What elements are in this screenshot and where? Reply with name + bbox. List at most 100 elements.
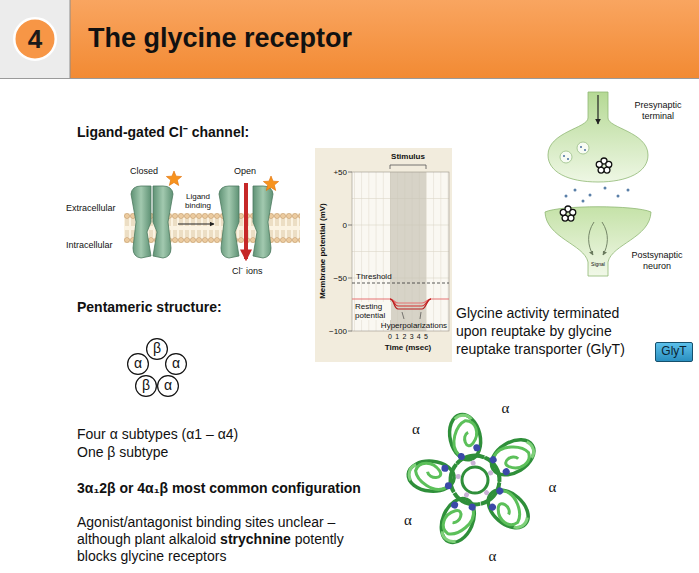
channel-illustration [253,186,273,258]
subunit-label: α [412,420,420,438]
axis-tick: −100 [329,327,347,337]
header-band [70,0,71,78]
protein-structure [435,487,483,547]
protein-structure [480,433,540,486]
glyt-button: GlyT [655,342,693,362]
protein-structure [407,411,540,547]
subunit-circle-outline [128,354,149,375]
membrane-potential-graph [348,278,352,279]
subunit-circle: α [127,353,149,375]
membrane-potential-graph [352,283,449,284]
region-label: Intracellular [66,240,113,251]
header-band [0,0,699,79]
node-text-group: β [142,378,150,393]
protein-structure [445,411,486,469]
resting-label: Resting potential [355,302,391,320]
subunit-circle-outline [147,339,168,360]
synapse-illustration [627,189,630,192]
membrane-potential-graph [352,172,449,331]
subunit-circle-outline [166,354,187,375]
synapse-illustration [567,158,569,160]
synapse-illustration [574,189,577,192]
membrane-potential-graph [420,312,421,319]
stimulus-label: Stimulus [391,152,425,162]
state-label: Closed [130,166,158,177]
subunit-circle: β [135,375,157,397]
threshold-label: Threshold [356,272,392,282]
membrane-potential-graph [315,148,452,362]
header-band [0,0,70,78]
axis-tick: 0 [343,221,347,231]
synapse-illustration [589,222,594,255]
node-text-group: 4 [28,25,42,54]
note-text: Glycine activity terminated upon reuptak… [456,304,652,358]
subunit-circle: α [165,353,187,375]
arrow-label: Ligand binding [178,192,218,210]
synapse-illustration [584,149,586,151]
synapse-illustration [565,195,568,198]
region-label: Extracellular [66,203,116,214]
part-label: Presynaptic terminal [628,100,688,122]
subunit-circle-outline [158,376,179,397]
membrane-potential-graph [390,165,426,169]
synapse-illustration [560,206,576,221]
subunit-label: α [404,511,412,529]
channel-illustration [166,171,181,185]
synapse-illustration [596,158,612,173]
section-heading: Ligand-gated Cl⁻ channel: [77,124,249,141]
body-text: 3α₁2β or 4α₁β most common configuration [77,480,361,497]
axis-tick: +50 [333,168,347,178]
synapse-illustration [563,155,565,157]
protein-structure [407,411,540,547]
membrane-potential-graph [390,299,431,309]
synapse-illustration [597,95,598,124]
synapse-illustration [560,151,572,163]
axis-tick: −50 [333,274,347,284]
node-label: 4 [28,25,42,54]
node-text-group: α [172,356,180,371]
synapse-illustration [602,222,607,255]
slide-number: 4 [13,17,57,61]
node-label: α [164,378,172,393]
synapse-illustration [617,195,620,198]
membrane-potential-graph [352,172,449,331]
channel-illustration [178,224,214,225]
node-text-group: β [153,341,161,356]
header-band [70,0,699,78]
membrane-potential-graph [348,331,352,332]
channel-illustration [131,186,151,258]
synapse-illustration [548,92,648,182]
membrane-potential-graph [315,148,452,362]
protein-structure [407,459,462,493]
axis-tick: 1 [395,333,399,341]
channel-illustration [244,183,248,259]
synapse-illustration [545,207,651,276]
membrane-potential-graph [352,172,449,331]
signal-label: Signal [591,261,605,267]
membrane-potential-graph [348,172,352,173]
protein-structure [476,478,535,535]
node-label: β [153,341,161,356]
subunit-label: α [502,399,510,417]
axis-tick: 2 [402,333,406,341]
node-label: α [134,356,142,371]
body-text: Four α subtypes (α1 – α4) [77,426,238,443]
paragraph: Agonist/antagonist binding sites unclear… [77,514,372,565]
node-label: β [142,378,150,393]
axis-tick: 0 [388,333,392,341]
axis-tick: 5 [424,333,428,341]
emphasis-text: strychnine [220,531,291,547]
body-text: One β subtype [77,444,168,461]
part-label: Postsynaptic neuron [626,250,688,272]
state-label: Open [234,166,256,177]
channel-illustration [124,171,300,259]
subunit-label: α [489,547,497,565]
slide-number-outline [14,18,56,60]
axis-tick: 4 [417,333,421,341]
node-text-group: GlyT [661,345,686,358]
synapse-illustration [580,146,582,148]
subunit-circle-outline [136,376,157,397]
slide-title: The glycine receptor [88,21,352,55]
axis-title: Time (msec) [385,343,432,353]
